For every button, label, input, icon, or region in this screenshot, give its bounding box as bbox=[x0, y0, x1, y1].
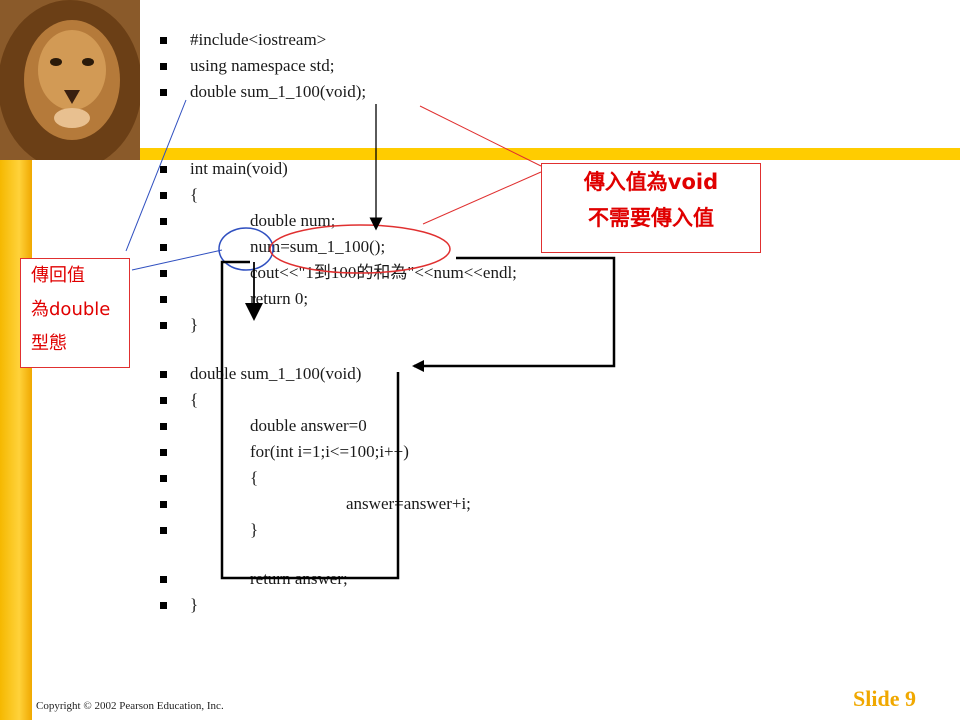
arrow-call-to-definition bbox=[414, 256, 616, 368]
code-line-num-assign: num=sum_1_100(); bbox=[160, 235, 385, 259]
arrow-return-flow bbox=[220, 260, 400, 580]
leader-line-return-type bbox=[125, 99, 187, 252]
code-line-namespace: using namespace std; bbox=[160, 54, 334, 78]
callout-void-line2: 不需要傳入值 bbox=[588, 206, 714, 230]
bullet-icon bbox=[160, 296, 167, 303]
top-accent-bar bbox=[140, 148, 960, 160]
code-line-func-close: } bbox=[160, 593, 198, 617]
bullet-icon bbox=[160, 270, 167, 277]
bullet-icon bbox=[160, 576, 167, 583]
code-line-accumulate: answer=answer+i; bbox=[160, 492, 471, 516]
leader-line-call bbox=[422, 171, 542, 225]
code-line-num-decl: double num; bbox=[160, 209, 335, 233]
code-line-for-open: { bbox=[160, 466, 258, 490]
bullet-icon bbox=[160, 63, 167, 70]
code-line-prototype: double sum_1_100(void); bbox=[160, 80, 366, 104]
bullet-icon bbox=[160, 37, 167, 44]
bullet-icon bbox=[160, 527, 167, 534]
copyright-text: Copyright © 2002 Pearson Education, Inc. bbox=[36, 700, 224, 712]
code-line-for-close: } bbox=[160, 518, 258, 542]
bullet-icon bbox=[160, 322, 167, 329]
bullet-icon bbox=[160, 244, 167, 251]
code-line-answer-decl: double answer=0 bbox=[160, 414, 367, 438]
bullet-icon bbox=[160, 89, 167, 96]
bullet-icon bbox=[160, 397, 167, 404]
code-line-for: for(int i=1;i<=100;i++) bbox=[160, 440, 409, 464]
callout-return-line2: 為double bbox=[31, 299, 111, 320]
callout-return-line1: 傳回值 bbox=[31, 265, 85, 286]
leader-line-prototype bbox=[419, 105, 542, 167]
bullet-icon bbox=[160, 371, 167, 378]
bullet-icon bbox=[160, 602, 167, 609]
code-line-main: int main(void) bbox=[160, 157, 288, 181]
num-highlight-oval bbox=[218, 227, 274, 271]
slide-number: Slide 9 bbox=[853, 686, 916, 711]
bullet-icon bbox=[160, 449, 167, 456]
bullet-icon bbox=[160, 475, 167, 482]
return-type-callout: 傳回值 為double 型態 bbox=[20, 258, 130, 368]
lion-logo-image bbox=[0, 0, 140, 160]
bullet-icon bbox=[160, 501, 167, 508]
bullet-icon bbox=[160, 423, 167, 430]
callout-void-line1: 傳入值為void bbox=[583, 170, 719, 194]
void-parameter-callout: 傳入值為void 不需要傳入值 bbox=[541, 163, 761, 253]
code-line-main-close: } bbox=[160, 313, 198, 337]
code-line-func-def: double sum_1_100(void) bbox=[160, 362, 361, 386]
leader-line-num bbox=[131, 249, 223, 271]
callout-return-line3: 型態 bbox=[31, 333, 67, 354]
call-highlight-oval bbox=[269, 224, 451, 274]
bullet-icon bbox=[160, 192, 167, 199]
code-line-func-open: { bbox=[160, 388, 198, 412]
code-line-include: #include<iostream> bbox=[160, 28, 326, 52]
bullet-icon bbox=[160, 166, 167, 173]
code-line-main-open: { bbox=[160, 183, 198, 207]
bullet-icon bbox=[160, 218, 167, 225]
arrow-head-definition bbox=[412, 360, 424, 372]
